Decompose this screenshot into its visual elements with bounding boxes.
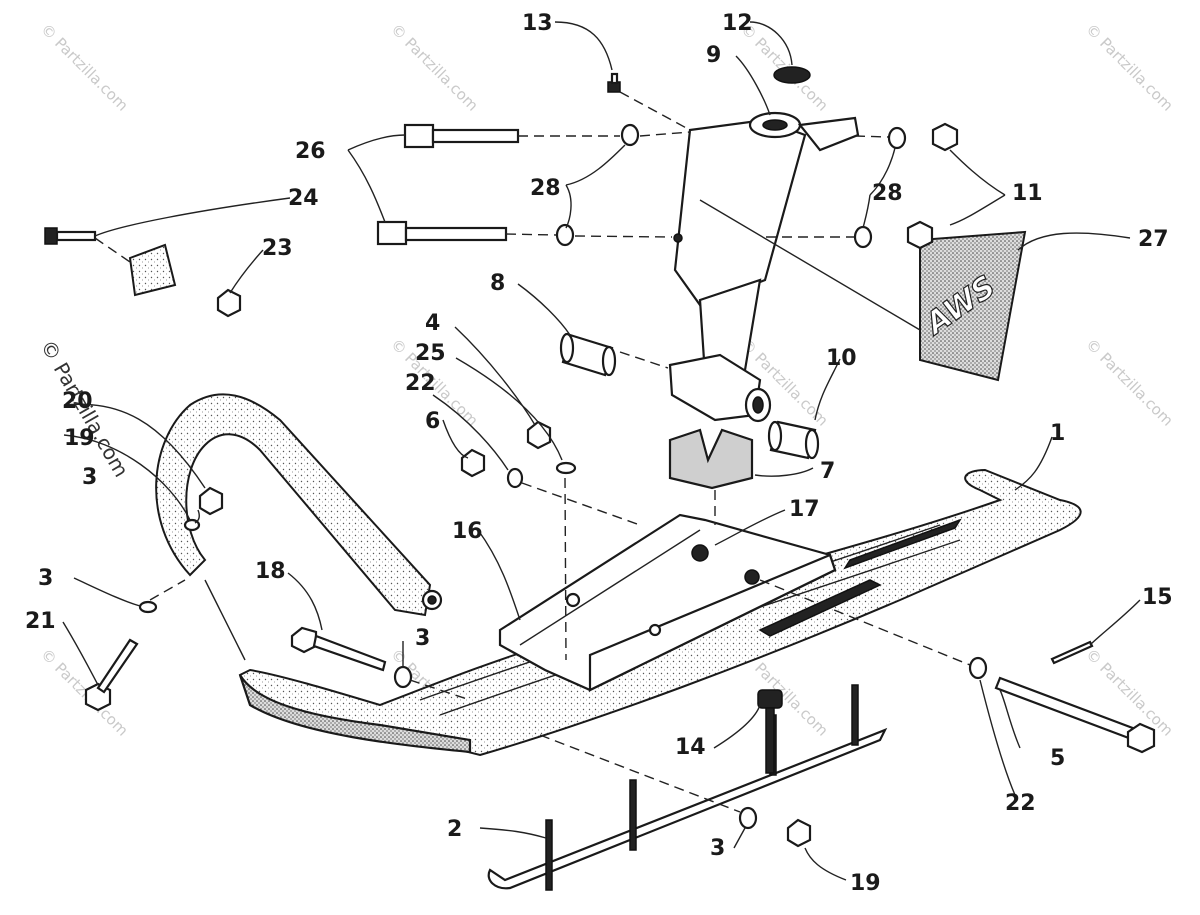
callout-16: 16: [452, 519, 483, 544]
callout-9: 9: [706, 43, 721, 68]
stop-block-part: [128, 243, 177, 297]
callout-23: 23: [262, 236, 293, 261]
ski-saddle-part: [498, 513, 837, 692]
insert-part: [757, 689, 783, 774]
callout-22: 22: [405, 371, 436, 396]
callout-22: 22: [1005, 791, 1036, 816]
callout-12: 12: [722, 11, 753, 36]
grease-fitting-part: [607, 72, 621, 93]
bushing-part: [767, 420, 820, 460]
washer-part: [738, 806, 758, 830]
callout-28: 28: [872, 181, 903, 206]
bolt-part: [84, 638, 139, 712]
callout-3: 3: [710, 836, 725, 861]
callout-10: 10: [826, 346, 857, 371]
washer-part: [887, 126, 907, 150]
washer-part: [138, 600, 158, 614]
callout-2: 2: [447, 817, 462, 842]
callout-8: 8: [490, 271, 505, 296]
nut-part: [526, 420, 552, 450]
bolt-part: [403, 123, 520, 149]
washer-part: [555, 223, 575, 247]
washer-part: [853, 225, 873, 249]
washer-part: [620, 123, 640, 147]
callout-21: 21: [25, 609, 56, 634]
nut-part: [460, 448, 486, 478]
callout-11: 11: [1012, 181, 1043, 206]
callout-3: 3: [38, 566, 53, 591]
cotter-pin-part: [1050, 640, 1094, 665]
callout-15: 15: [1142, 585, 1173, 610]
callout-5: 5: [1050, 746, 1065, 771]
callout-14: 14: [675, 735, 706, 760]
decal-part: AWS: [917, 230, 1027, 382]
loop-handle-part: [155, 393, 443, 617]
washer-part: [968, 656, 988, 680]
callout-20: 20: [62, 389, 93, 414]
callout-6: 6: [425, 409, 440, 434]
nut-part: [931, 122, 959, 152]
washer-part: [506, 467, 524, 489]
bolt-part: [44, 227, 97, 245]
washer-part: [555, 461, 577, 475]
watermark: © Partzilla.com: [37, 20, 132, 115]
callout-4: 4: [425, 311, 440, 336]
cap-part: [773, 66, 811, 84]
nut-part: [906, 220, 934, 250]
washer-part: [393, 665, 413, 689]
callout-27: 27: [1138, 227, 1169, 252]
callout-3: 3: [415, 626, 430, 651]
nut-part: [786, 818, 812, 848]
watermark: © Partzilla.com: [1082, 20, 1177, 115]
damper-block-part: [668, 428, 754, 490]
callout-19: 19: [850, 871, 881, 896]
bushing-part: [559, 332, 617, 377]
callout-26: 26: [295, 139, 326, 164]
callout-13: 13: [522, 11, 553, 36]
leader-lines: [62, 21, 1141, 881]
callout-25: 25: [415, 341, 446, 366]
callout-28: 28: [530, 176, 561, 201]
callout-1: 1: [1050, 421, 1065, 446]
callout-7: 7: [820, 459, 835, 484]
bolt-part: [994, 676, 1156, 754]
runner-part: [487, 684, 888, 891]
callout-19: 19: [64, 426, 95, 451]
watermark: © Partzilla.com: [387, 20, 482, 115]
nut-part: [216, 288, 242, 318]
bolt-part: [376, 220, 508, 246]
callout-24: 24: [288, 186, 319, 211]
shock-part: [668, 111, 860, 423]
callout-17: 17: [789, 497, 820, 522]
bolt-part: [290, 626, 387, 672]
callout-18: 18: [255, 559, 286, 584]
watermark: © Partzilla.com: [1082, 335, 1177, 430]
nut-part: [198, 486, 224, 516]
callout-3: 3: [82, 465, 97, 490]
callouts: 1 2 3 3 3 3 4 5 6 7 8 9 10 11 12 13 14 1…: [25, 11, 1173, 896]
